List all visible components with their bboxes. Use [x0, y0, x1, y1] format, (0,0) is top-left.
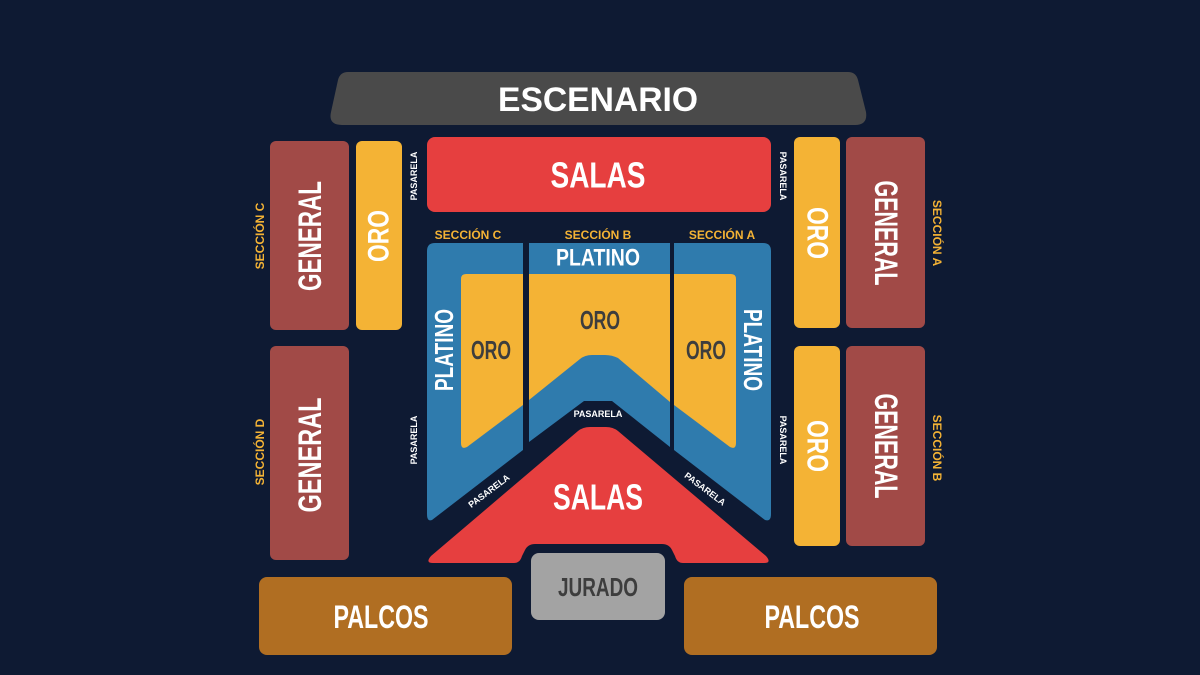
oro-left-side-shape [356, 141, 402, 330]
zone-oro-right-top[interactable]: ORO [794, 137, 840, 328]
oro-left-side-label: ORO [363, 210, 396, 262]
oro-right-bottom-shape [794, 346, 840, 546]
platino-right-label: PLATINO [738, 309, 768, 391]
general-left-bottom-shape [270, 346, 349, 560]
zone-oro-left-side[interactable]: ORO [356, 141, 402, 330]
section-d-side-label: SECCIÓN D [252, 418, 267, 485]
zone-oro-left-inner[interactable]: ORO [461, 274, 523, 448]
zone-general-left-bottom[interactable]: GENERAL [270, 346, 349, 560]
section-c-side-label: SECCIÓN C [252, 202, 267, 269]
oro-right-inner-label: ORO [686, 335, 726, 365]
pasarela-label-right: PASARELA [778, 416, 788, 465]
zone-oro-right-bottom[interactable]: ORO [794, 346, 840, 546]
zone-general-left-top[interactable]: GENERAL [270, 141, 349, 330]
platino-center-label: PLATINO [556, 245, 640, 272]
zone-oro-right-inner[interactable]: ORO [674, 274, 736, 448]
palcos-left-shape [259, 577, 512, 655]
oro-right-bottom-label: ORO [801, 420, 834, 472]
oro-right-top-label: ORO [801, 207, 834, 259]
salas-bottom-label: SALAS [553, 477, 643, 518]
section-b-side-label: SECCIÓN B [930, 415, 945, 482]
general-right-bottom-label: GENERAL [868, 394, 904, 499]
general-right-top-shape [846, 137, 925, 328]
zone-salas-bottom[interactable]: SALAS [428, 427, 769, 563]
general-left-bottom-label: GENERAL [292, 398, 328, 513]
salas-bottom-shape [428, 427, 769, 563]
oro-right-inner-shape [674, 274, 736, 448]
pasarela-label-top-right: PASARELA [778, 152, 788, 201]
section-a-label: SECCIÓN A [689, 227, 756, 242]
zone-general-right-bottom[interactable]: GENERAL [846, 346, 925, 546]
jurado-shape [531, 553, 665, 620]
palcos-right-shape [684, 577, 937, 655]
general-left-top-label: GENERAL [292, 181, 328, 291]
oro-left-inner-label: ORO [471, 335, 511, 365]
general-right-bottom-shape [846, 346, 925, 546]
general-right-top-label: GENERAL [868, 181, 904, 286]
zone-general-right-top[interactable]: GENERAL [846, 137, 925, 328]
section-a-side-label: SECCIÓN A [930, 200, 945, 267]
section-b-label: SECCIÓN B [565, 227, 632, 242]
stage-label: ESCENARIO [498, 81, 698, 119]
salas-top-label: SALAS [551, 155, 646, 196]
zone-oro-center[interactable]: ORO [529, 274, 670, 402]
pasarela-label-left: PASARELA [409, 415, 419, 464]
zone-palcos-left[interactable]: PALCOS [259, 577, 512, 655]
zone-palcos-right[interactable]: PALCOS [684, 577, 937, 655]
salas-top-shape [427, 137, 771, 212]
pasarela-label-top-left: PASARELA [409, 151, 419, 200]
stage-shape [330, 72, 867, 125]
zone-jurado[interactable]: JURADO [531, 553, 665, 620]
zone-salas-top[interactable]: SALAS [427, 137, 771, 212]
oro-center-label: ORO [580, 305, 620, 335]
palcos-right-label: PALCOS [765, 599, 860, 635]
platino-left-label: PLATINO [429, 309, 459, 391]
pasarela-label-center: PASARELA [574, 409, 623, 419]
oro-right-top-shape [794, 137, 840, 328]
general-left-top-shape [270, 141, 349, 330]
oro-center-shape [529, 274, 670, 402]
stage: ESCENARIO [330, 72, 867, 125]
palcos-left-label: PALCOS [334, 599, 429, 635]
section-c-label: SECCIÓN C [435, 227, 502, 242]
jurado-label: JURADO [558, 572, 638, 602]
oro-left-inner-shape [461, 274, 523, 448]
